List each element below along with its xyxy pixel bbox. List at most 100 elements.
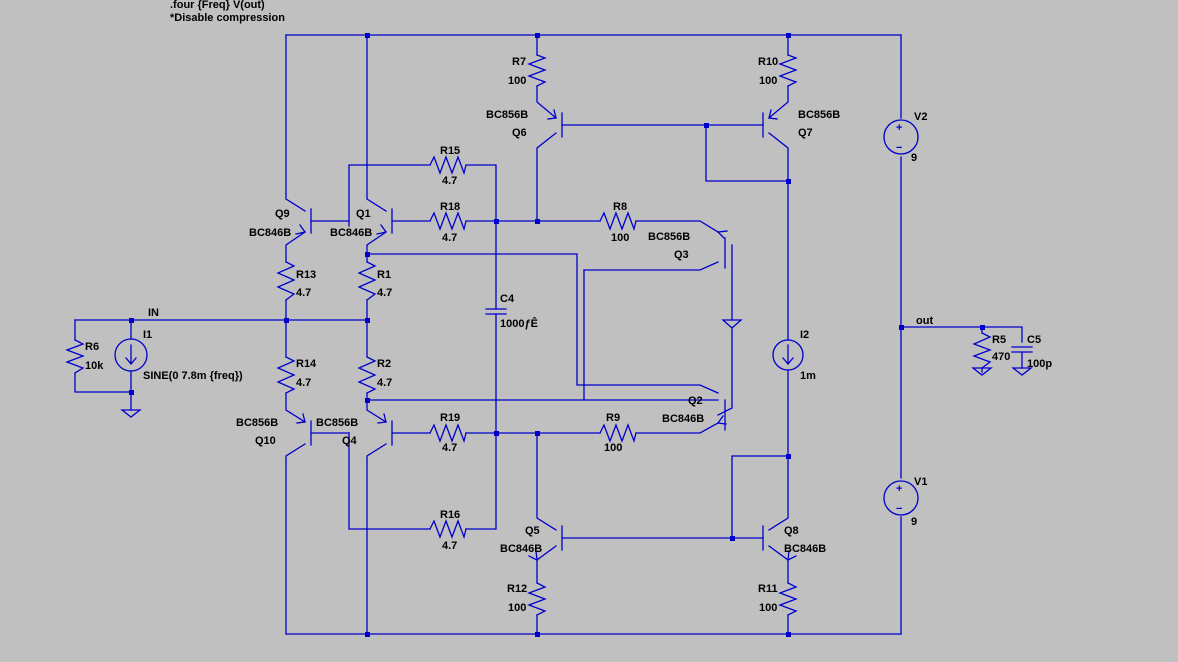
v2-plus-sign: +: [896, 122, 902, 134]
resistor-r16[interactable]: [429, 519, 467, 540]
resistor-r12[interactable]: [527, 582, 547, 616]
wires: [74, 34, 1023, 635]
r12-name: R12: [507, 583, 527, 595]
r9-name: R9: [606, 412, 620, 424]
q10-collector-wire: [285, 443, 306, 635]
r2-wire: [366, 319, 387, 423]
r15-wire: [348, 164, 497, 227]
r18-value: 4.7: [442, 232, 457, 244]
q3-name: Q3: [674, 249, 689, 261]
transistor-q4[interactable]: [377, 413, 393, 446]
resistor-r10[interactable]: [778, 54, 798, 87]
r16-name: R16: [440, 509, 460, 521]
resistor-r11[interactable]: [778, 582, 798, 616]
r9-value: 100: [604, 442, 622, 454]
r19-r9-wire: [391, 422, 719, 434]
resistor-r18[interactable]: [429, 211, 467, 232]
junction: [365, 318, 370, 323]
r13-value: 4.7: [296, 287, 311, 299]
junction: [494, 219, 499, 224]
junction: [899, 325, 904, 330]
c4-name: C4: [500, 293, 515, 305]
resistor-r8[interactable]: [599, 211, 637, 232]
junction: [980, 325, 985, 330]
transistor-q7[interactable]: [762, 109, 778, 138]
q7-name: Q7: [798, 127, 813, 139]
resistor-r9[interactable]: [599, 423, 637, 444]
v1-minus-sign: −: [896, 503, 902, 515]
transistor-q9[interactable]: [295, 208, 312, 235]
r2-name: R2: [377, 358, 391, 370]
resistor-r15[interactable]: [429, 155, 467, 176]
junction: [365, 33, 370, 38]
q1-name: Q1: [356, 208, 371, 220]
r1-name: R1: [377, 269, 391, 281]
current-source-i1[interactable]: [114, 338, 148, 372]
c5-name: C5: [1027, 334, 1041, 346]
r15-name: R15: [440, 145, 460, 157]
resistor-r2[interactable]: [357, 356, 377, 394]
q3-model: BC856B: [648, 231, 690, 243]
r11-value: 100: [759, 602, 777, 614]
voltage-source-v2[interactable]: [883, 119, 919, 155]
capacitor-c5[interactable]: [1011, 346, 1033, 353]
labels: .four {Freq} V(out) *Disable compression…: [85, 0, 1052, 614]
spice-directive-four[interactable]: .four {Freq} V(out): [170, 0, 265, 11]
r14-value: 4.7: [296, 377, 311, 389]
current-source-i2[interactable]: [772, 339, 804, 371]
transistor-symbols: [295, 109, 797, 561]
r18-wire: [391, 220, 719, 233]
resistor-r14[interactable]: [276, 356, 296, 394]
resistor-r7[interactable]: [527, 54, 547, 87]
i2-arrow-icon: [782, 344, 794, 366]
transistor-q3[interactable]: [717, 230, 728, 269]
resistor-r5[interactable]: [972, 332, 992, 369]
q5-emitter-wire: [536, 545, 557, 635]
net-label-out[interactable]: out: [916, 315, 933, 327]
q8-diode-wire: [731, 455, 789, 539]
r18-name: R18: [440, 201, 460, 213]
junction: [786, 33, 791, 38]
junction: [129, 390, 134, 395]
r13-wire: [285, 231, 306, 321]
q2-model: BC846B: [662, 413, 704, 425]
q3-base-link-wire: [366, 253, 719, 394]
r2-value: 4.7: [377, 377, 392, 389]
capacitor-c4[interactable]: [485, 308, 507, 315]
net-label-in[interactable]: IN: [148, 307, 159, 319]
transistor-q6[interactable]: [547, 109, 563, 138]
q8-name: Q8: [784, 525, 799, 537]
resistor-r19[interactable]: [429, 423, 467, 444]
q7-collector-wire: [768, 132, 789, 457]
v1-value: 9: [911, 516, 917, 528]
r10-wire: [768, 34, 789, 119]
r6-value: 10k: [85, 360, 104, 372]
junction: [786, 632, 791, 637]
q9-name: Q9: [275, 208, 290, 220]
transistor-q1[interactable]: [376, 208, 393, 235]
i1-name: I1: [143, 329, 152, 341]
resistor-r13[interactable]: [276, 261, 296, 301]
voltage-source-v1[interactable]: [883, 480, 919, 516]
q1-collector-wire: [366, 34, 387, 212]
r19-value: 4.7: [442, 442, 457, 454]
q6-name: Q6: [512, 127, 527, 139]
junction: [535, 33, 540, 38]
spice-comment[interactable]: *Disable compression: [170, 12, 285, 24]
junction: [786, 179, 791, 184]
r14-wire: [285, 319, 306, 423]
resistor-r6[interactable]: [65, 339, 85, 374]
ground-icon: [721, 319, 743, 329]
q2-q3-feedback-wire: [583, 269, 719, 401]
r19-name: R19: [440, 412, 460, 424]
resistor-r1[interactable]: [357, 261, 377, 301]
q7-diode-wire: [705, 124, 789, 182]
transistor-q10[interactable]: [296, 413, 312, 446]
transistor-q8[interactable]: [762, 525, 797, 561]
r1-value: 4.7: [377, 287, 392, 299]
transistor-q5[interactable]: [528, 525, 563, 561]
junction: [284, 318, 289, 323]
transistor-q2[interactable]: [717, 399, 727, 431]
junction: [535, 632, 540, 637]
